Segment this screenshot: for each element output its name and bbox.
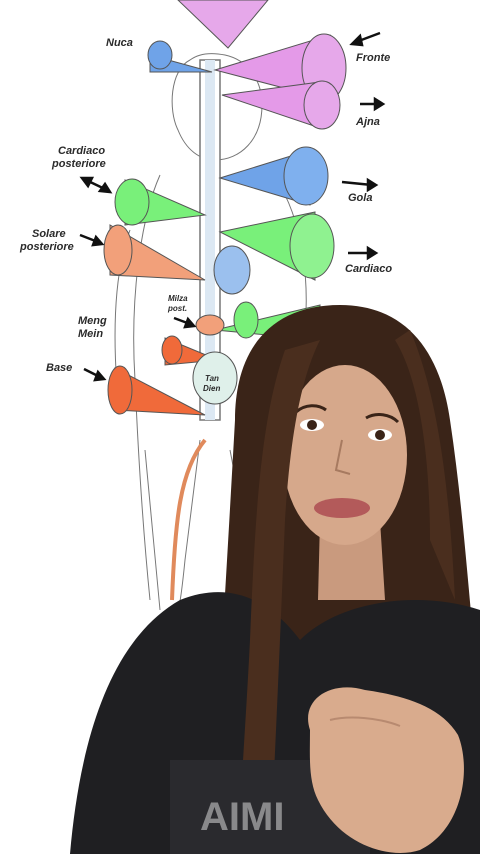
label-milza-post-2: post. xyxy=(168,304,188,313)
solar-front-lobe xyxy=(213,245,251,295)
lips xyxy=(314,498,370,518)
arrows xyxy=(79,31,386,382)
label-cardiaco: Cardiaco xyxy=(345,263,393,275)
label-base: Base xyxy=(46,362,73,374)
label-cardiaco-posteriore-1: Cardiaco xyxy=(58,145,106,157)
label-ajna: Ajna xyxy=(356,116,380,128)
svg-text:AIMI: AIMI xyxy=(200,795,284,839)
label-meng-mein-1: Meng xyxy=(78,315,107,327)
label-cardiaco-posteriore-2: posteriore xyxy=(52,158,106,170)
label-solare-posteriore-1: Solare xyxy=(32,228,66,240)
label-solare-posteriore-2: posteriore xyxy=(20,241,74,253)
spine-fill xyxy=(205,60,215,420)
hand xyxy=(308,687,464,853)
face xyxy=(283,365,407,545)
crown-cone xyxy=(177,0,269,49)
label-fronte: Fronte xyxy=(356,52,391,64)
label-nuca: Nuca xyxy=(106,37,133,49)
label-tan-dien-2: Dien xyxy=(203,384,221,393)
milza-post-cone xyxy=(195,314,225,336)
label-milza-post-1: Milza xyxy=(168,294,188,303)
label-meng-mein-2: Mein xyxy=(78,328,104,340)
label-tan-dien-1: Tan xyxy=(205,374,219,383)
label-gola: Gola xyxy=(348,192,373,204)
tan-dien-circle xyxy=(192,351,238,405)
